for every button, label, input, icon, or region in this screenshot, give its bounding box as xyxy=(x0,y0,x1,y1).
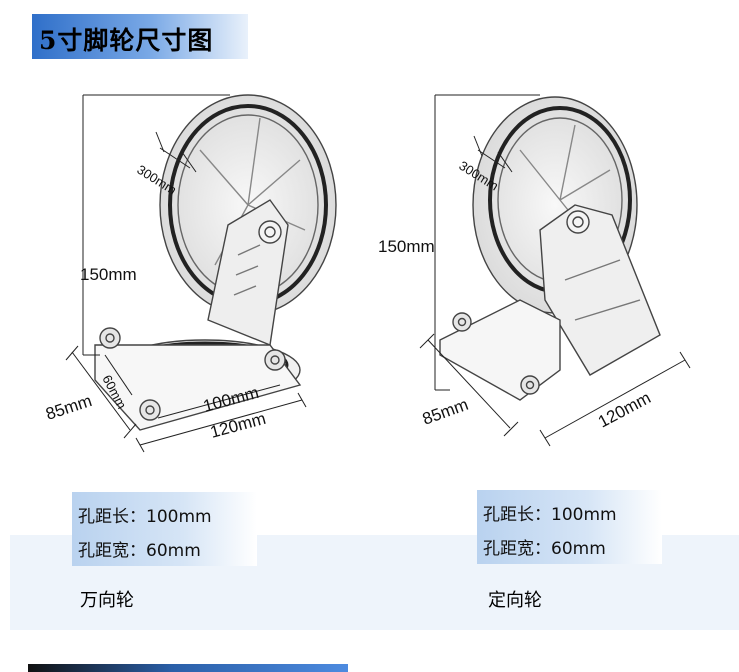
fixed-dimension-lines xyxy=(419,94,691,447)
swivel-height-label: 150mm xyxy=(80,265,137,284)
fixed-spec-hole-length: 孔距长：100mm xyxy=(483,505,617,525)
fixed-caption: 定向轮 xyxy=(488,590,542,611)
fixed-width-label: 120mm xyxy=(595,388,654,431)
page-title: 5寸脚轮尺寸图 xyxy=(39,26,214,55)
fixed-spec-box: 孔距长：100mm 孔距宽：60mm xyxy=(477,490,662,564)
fixed-spec-hole-width: 孔距宽：60mm xyxy=(483,539,606,559)
swivel-width-label: 120mm xyxy=(208,409,268,442)
swivel-spec-box: 孔距长：100mm 孔距宽：60mm xyxy=(72,492,257,566)
swivel-depth-label: 85mm xyxy=(43,391,94,424)
swivel-spec-hole-length: 孔距长：100mm xyxy=(78,507,212,527)
swivel-dimension-lines xyxy=(65,94,307,453)
swivel-caption: 万向轮 xyxy=(80,590,134,611)
title-banner: 5寸脚轮尺寸图 xyxy=(32,14,248,59)
fixed-depth-label: 85mm xyxy=(420,395,471,429)
bottom-divider-bar xyxy=(28,664,348,672)
caster-sketch-svg: 150mm 300mm 85mm 60mm 100mm 120mm xyxy=(43,94,691,453)
caster-diagram: 150mm 300mm 85mm 60mm 100mm 120mm xyxy=(0,80,739,460)
fixed-caster-drawing xyxy=(439,96,661,401)
fixed-height-label: 150mm xyxy=(378,237,435,256)
swivel-caster-drawing xyxy=(94,94,337,431)
swivel-spec-hole-width: 孔距宽：60mm xyxy=(78,541,201,561)
